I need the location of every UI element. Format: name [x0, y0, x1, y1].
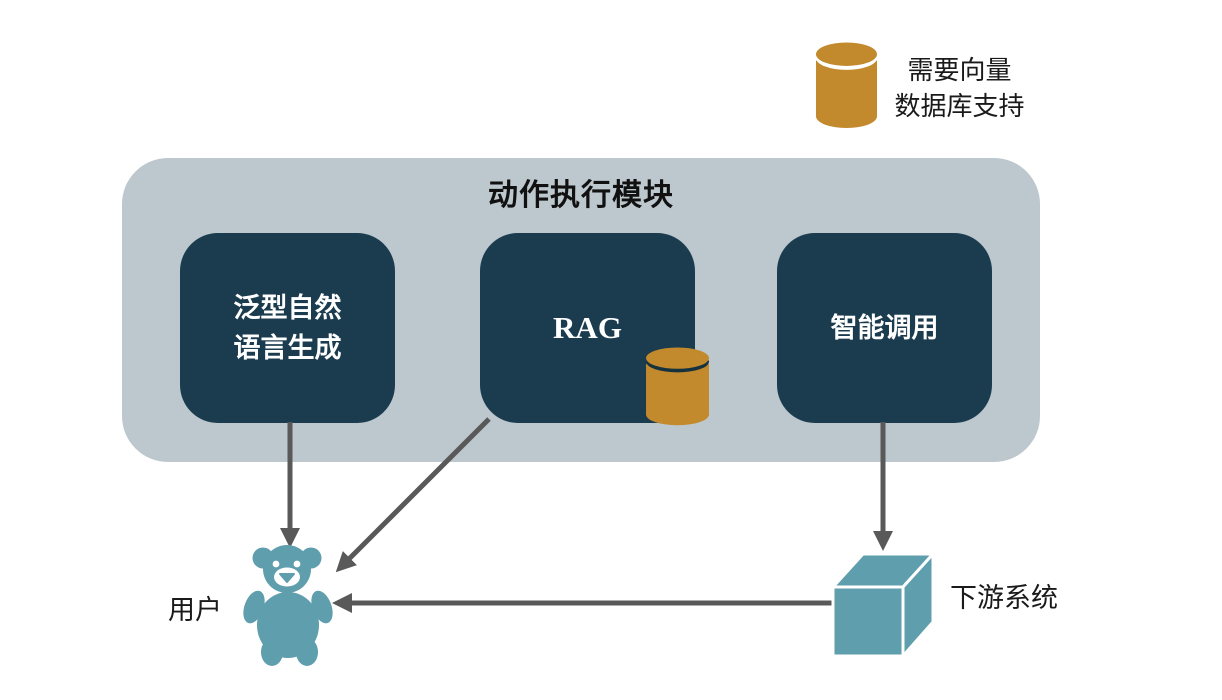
box-nlg-label: 泛型自然 语言生成: [233, 293, 342, 363]
downstream-cube-icon: [831, 552, 935, 658]
database-icon: [815, 42, 878, 129]
rag-database-icon: [646, 347, 709, 426]
box-rag-label: RAG: [553, 310, 622, 345]
action-execution-module: 动作执行模块 泛型自然 语言生成 RAG 智能调用: [122, 158, 1040, 462]
box-invoke-label: 智能调用: [830, 313, 939, 343]
user-bear-icon: [243, 545, 333, 666]
box-nlg: 泛型自然 语言生成: [180, 233, 395, 423]
bear-eye-right: [293, 560, 301, 568]
bear-nose: [279, 573, 295, 583]
box-invoke: 智能调用: [777, 233, 992, 423]
bear-eye-left: [272, 560, 280, 568]
box-rag: RAG: [480, 233, 695, 423]
downstream-label: 下游系统: [950, 583, 1058, 613]
user-label: 用户: [168, 595, 222, 625]
legend-label: 需要向量 数据库支持: [894, 55, 1025, 121]
module-title: 动作执行模块: [488, 179, 674, 212]
